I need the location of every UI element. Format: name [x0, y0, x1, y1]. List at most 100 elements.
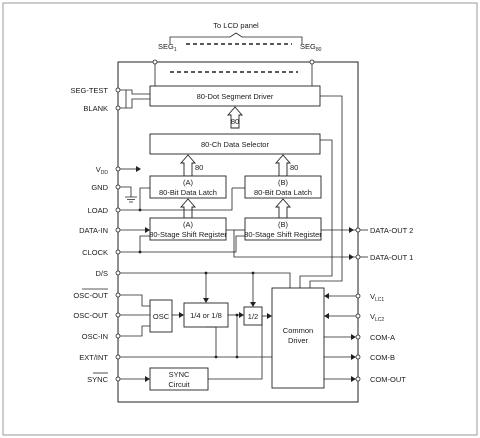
osc-block	[149, 299, 173, 333]
pin-label-data-out-1: DATA-OUT 1	[370, 253, 413, 262]
shift-register-a-block	[149, 217, 227, 241]
divider-label: 1/4 or 1/8	[190, 311, 222, 320]
arrow-data-out-1	[349, 254, 354, 260]
pin-data-in	[115, 227, 121, 233]
wire-common-selector	[299, 139, 333, 288]
pin-label-ext-int: EXT/INT	[79, 353, 108, 362]
pin-label-osc-out-bar: OSC-OUT	[73, 291, 108, 300]
wire-seg-test	[120, 89, 150, 95]
junction-load	[138, 208, 142, 212]
latch-a-block	[149, 175, 227, 199]
bus-arrow-driver	[227, 106, 243, 129]
pin-label-vlc2: VLC2	[370, 312, 384, 323]
wire-clock	[120, 235, 245, 253]
pin-label-osc-out: OSC-OUT	[73, 311, 108, 320]
junction-divider-half	[235, 313, 239, 317]
data-selector-block	[149, 133, 321, 155]
latch-a-label: 80-Bit Data Latch	[159, 188, 217, 197]
latch-a-tag: (A)	[183, 178, 194, 187]
vdd-arrow	[136, 166, 141, 172]
pin-vlc1	[355, 293, 361, 299]
pin-osc-in	[115, 333, 121, 339]
wire-sync-common	[208, 316, 263, 380]
pin-blank	[115, 105, 121, 111]
latch-b-block	[244, 175, 322, 199]
wire-osc-in	[120, 325, 150, 337]
pin-osc-out-bar	[115, 292, 121, 298]
divider-block	[183, 302, 229, 328]
wire-blank	[120, 98, 150, 109]
pin-com-a	[355, 334, 361, 340]
pin-label-load: LOAD	[88, 206, 109, 215]
pin-label-data-in: DATA-IN	[79, 226, 108, 235]
pin-load	[115, 207, 121, 213]
latch-b-label: 80-Bit Data Latch	[254, 188, 312, 197]
shift-register-a-tag: (A)	[183, 220, 194, 229]
bus-arrow-latch-b	[275, 198, 291, 219]
wire-clock-shift-a	[139, 235, 150, 252]
pin-label-vlc1: VLC1	[370, 292, 384, 303]
wire-load	[120, 198, 233, 211]
wire-ds	[120, 272, 291, 288]
arrow-osc-divider	[179, 312, 184, 318]
shift-register-b-label: 80-Stage Shift Register	[244, 230, 322, 239]
arrow-ds-divider	[203, 298, 209, 303]
pin-label-gnd: GND	[91, 183, 108, 192]
seg-last-label: SEG80	[300, 42, 322, 53]
bus-width-selector-a: 80	[195, 163, 203, 172]
pin-label-blank: BLANK	[83, 104, 108, 113]
pin-label-com-b: COM-B	[370, 353, 395, 362]
pin-label-com-out: COM-OUT	[370, 375, 406, 384]
wire-data-out-1-in	[226, 229, 356, 258]
arrow-com-out	[351, 376, 356, 382]
data-in-arrow	[145, 227, 150, 233]
shift-register-b-block	[244, 217, 322, 241]
segment-driver-label: 80-Dot Segment Driver	[197, 92, 274, 101]
seg-first-label: SEG1	[158, 42, 177, 53]
junction-ext-int-half	[235, 355, 239, 359]
osc-label: OSC	[153, 312, 170, 321]
wire-load-latch-a	[139, 187, 150, 210]
latch-b-tag: (B)	[278, 178, 289, 187]
junction-clock	[138, 250, 142, 254]
arrow-vlc1	[324, 293, 329, 299]
pin-label-sync: SYNC	[87, 375, 108, 384]
junction-ds-half	[251, 271, 255, 275]
arrow-divider-half	[239, 312, 244, 318]
sync-circuit-label-1: SYNC	[169, 370, 190, 379]
pin-ext-int	[115, 354, 121, 360]
pin-data-out-2	[355, 227, 361, 233]
common-driver-label-1: Common	[283, 326, 313, 335]
pin-vdd	[115, 166, 121, 172]
lcd-panel-brace	[169, 32, 303, 44]
wire-gnd	[120, 186, 132, 197]
wire-common-segment	[309, 95, 343, 288]
pin-com-out	[355, 376, 361, 382]
pin-clock	[115, 249, 121, 255]
arrow-com-b	[351, 354, 356, 360]
ground-symbol	[125, 196, 137, 203]
data-selector-label: 80-Ch Data Selector	[201, 140, 269, 149]
arrow-half-common	[267, 313, 272, 319]
pin-label-osc-in: OSC-IN	[82, 332, 108, 341]
sync-circuit-label-2: Circuit	[168, 380, 190, 389]
bus-width-driver: 80	[231, 117, 239, 126]
pin-vlc2	[355, 313, 361, 319]
common-driver-label-2: Driver	[288, 336, 309, 345]
pin-label-clock: CLOCK	[82, 248, 108, 257]
arrow-com-a	[351, 334, 356, 340]
seg1-pin	[152, 59, 158, 65]
shift-register-b-tag: (B)	[278, 220, 289, 229]
lcd-panel-title: To LCD panel	[213, 21, 259, 30]
pin-osc-out	[115, 312, 121, 318]
pin-ds	[115, 270, 121, 276]
wire-osc-out-bar	[120, 294, 150, 307]
bus-arrow-latch-a	[180, 198, 196, 219]
half-divider-label: 1/2	[248, 312, 258, 321]
pin-data-out-1	[355, 254, 361, 260]
bus-arrow-selector-b	[275, 154, 291, 177]
pin-label-vdd: VDD	[96, 165, 109, 176]
pin-label-com-a: COM-A	[370, 333, 395, 342]
